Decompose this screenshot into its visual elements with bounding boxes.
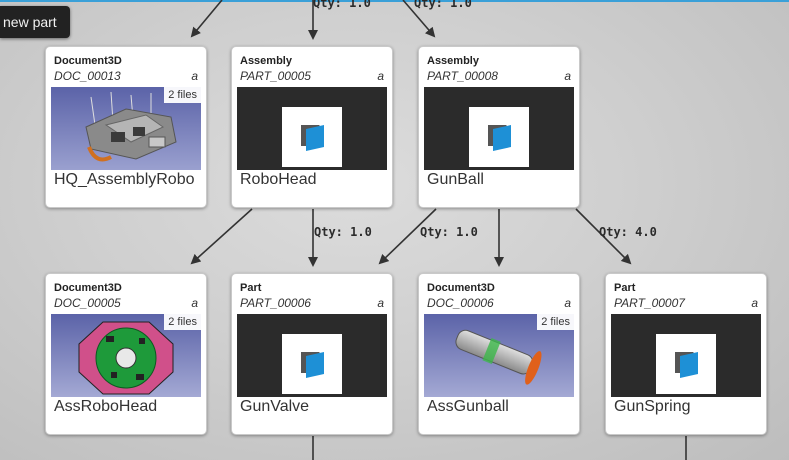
node-name: HQ_AssemblyRobo [54,171,195,188]
node-reference: PART_00008 [427,69,498,83]
node-card[interactable]: Part PART_00006 a GunValve [231,273,393,435]
robot-assembly-render[interactable]: 2 files [51,87,201,170]
node-revision: a [191,69,198,83]
node-reference: PART_00005 [240,69,311,83]
edge-line [378,208,437,265]
node-name: AssGunball [427,398,509,415]
node-revision: a [377,69,384,83]
edge-line [190,208,253,265]
node-type: Document3D [54,282,122,294]
node-type: Part [240,282,262,294]
node-revision: a [191,296,198,310]
node-reference: DOC_00013 [54,69,121,83]
node-reference: PART_00006 [240,296,311,310]
folder-icon [469,107,529,167]
files-badge: 2 files [537,314,574,330]
cylinder-render[interactable]: 2 files [424,314,574,397]
node-card[interactable]: Document3D DOC_00006 a 2 files AssGunbal… [418,273,580,435]
edge-qty-label: Qty: 1.0 [414,0,472,10]
node-type: Document3D [427,282,495,294]
node-name: GunSpring [614,398,691,415]
edge-qty-label: Qty: 1.0 [313,0,371,10]
node-card[interactable]: Document3D DOC_00013 a 2 files HQ_Assemb… [45,46,207,208]
folder-icon [282,107,342,167]
edge-qty-label: Qty: 1.0 [420,225,478,239]
node-name: GunBall [427,171,484,188]
node-reference: PART_00007 [614,296,685,310]
files-badge: 2 files [164,314,201,330]
node-thumbnail[interactable] [611,314,761,397]
node-card[interactable]: Assembly PART_00008 a GunBall [418,46,580,208]
node-name: GunValve [240,398,310,415]
new-part-button[interactable]: new part [0,6,70,38]
node-revision: a [564,69,571,83]
node-revision: a [377,296,384,310]
node-name: RoboHead [240,171,317,188]
node-revision: a [751,296,758,310]
folder-icon [656,334,716,394]
edge-line [190,0,223,38]
node-card[interactable]: Document3D DOC_00005 a 2 files AssRoboHe… [45,273,207,435]
node-revision: a [564,296,571,310]
pcb-render[interactable]: 2 files [51,314,201,397]
node-type: Part [614,282,636,294]
edge-line [575,208,632,265]
folder-icon [282,334,342,394]
edge-qty-label: Qty: 4.0 [599,225,657,239]
node-thumbnail[interactable] [237,87,387,170]
edge-line [402,0,436,38]
node-card[interactable]: Part PART_00007 a GunSpring [605,273,767,435]
node-card[interactable]: Assembly PART_00005 a RoboHead [231,46,393,208]
files-badge: 2 files [164,87,201,103]
node-reference: DOC_00006 [427,296,494,310]
node-type: Document3D [54,55,122,67]
node-type: Assembly [240,55,292,67]
node-thumbnail[interactable] [237,314,387,397]
node-name: AssRoboHead [54,398,158,415]
node-type: Assembly [427,55,479,67]
node-reference: DOC_00005 [54,296,121,310]
top-accent-line [0,0,789,2]
node-thumbnail[interactable] [424,87,574,170]
edge-qty-label: Qty: 1.0 [314,225,372,239]
